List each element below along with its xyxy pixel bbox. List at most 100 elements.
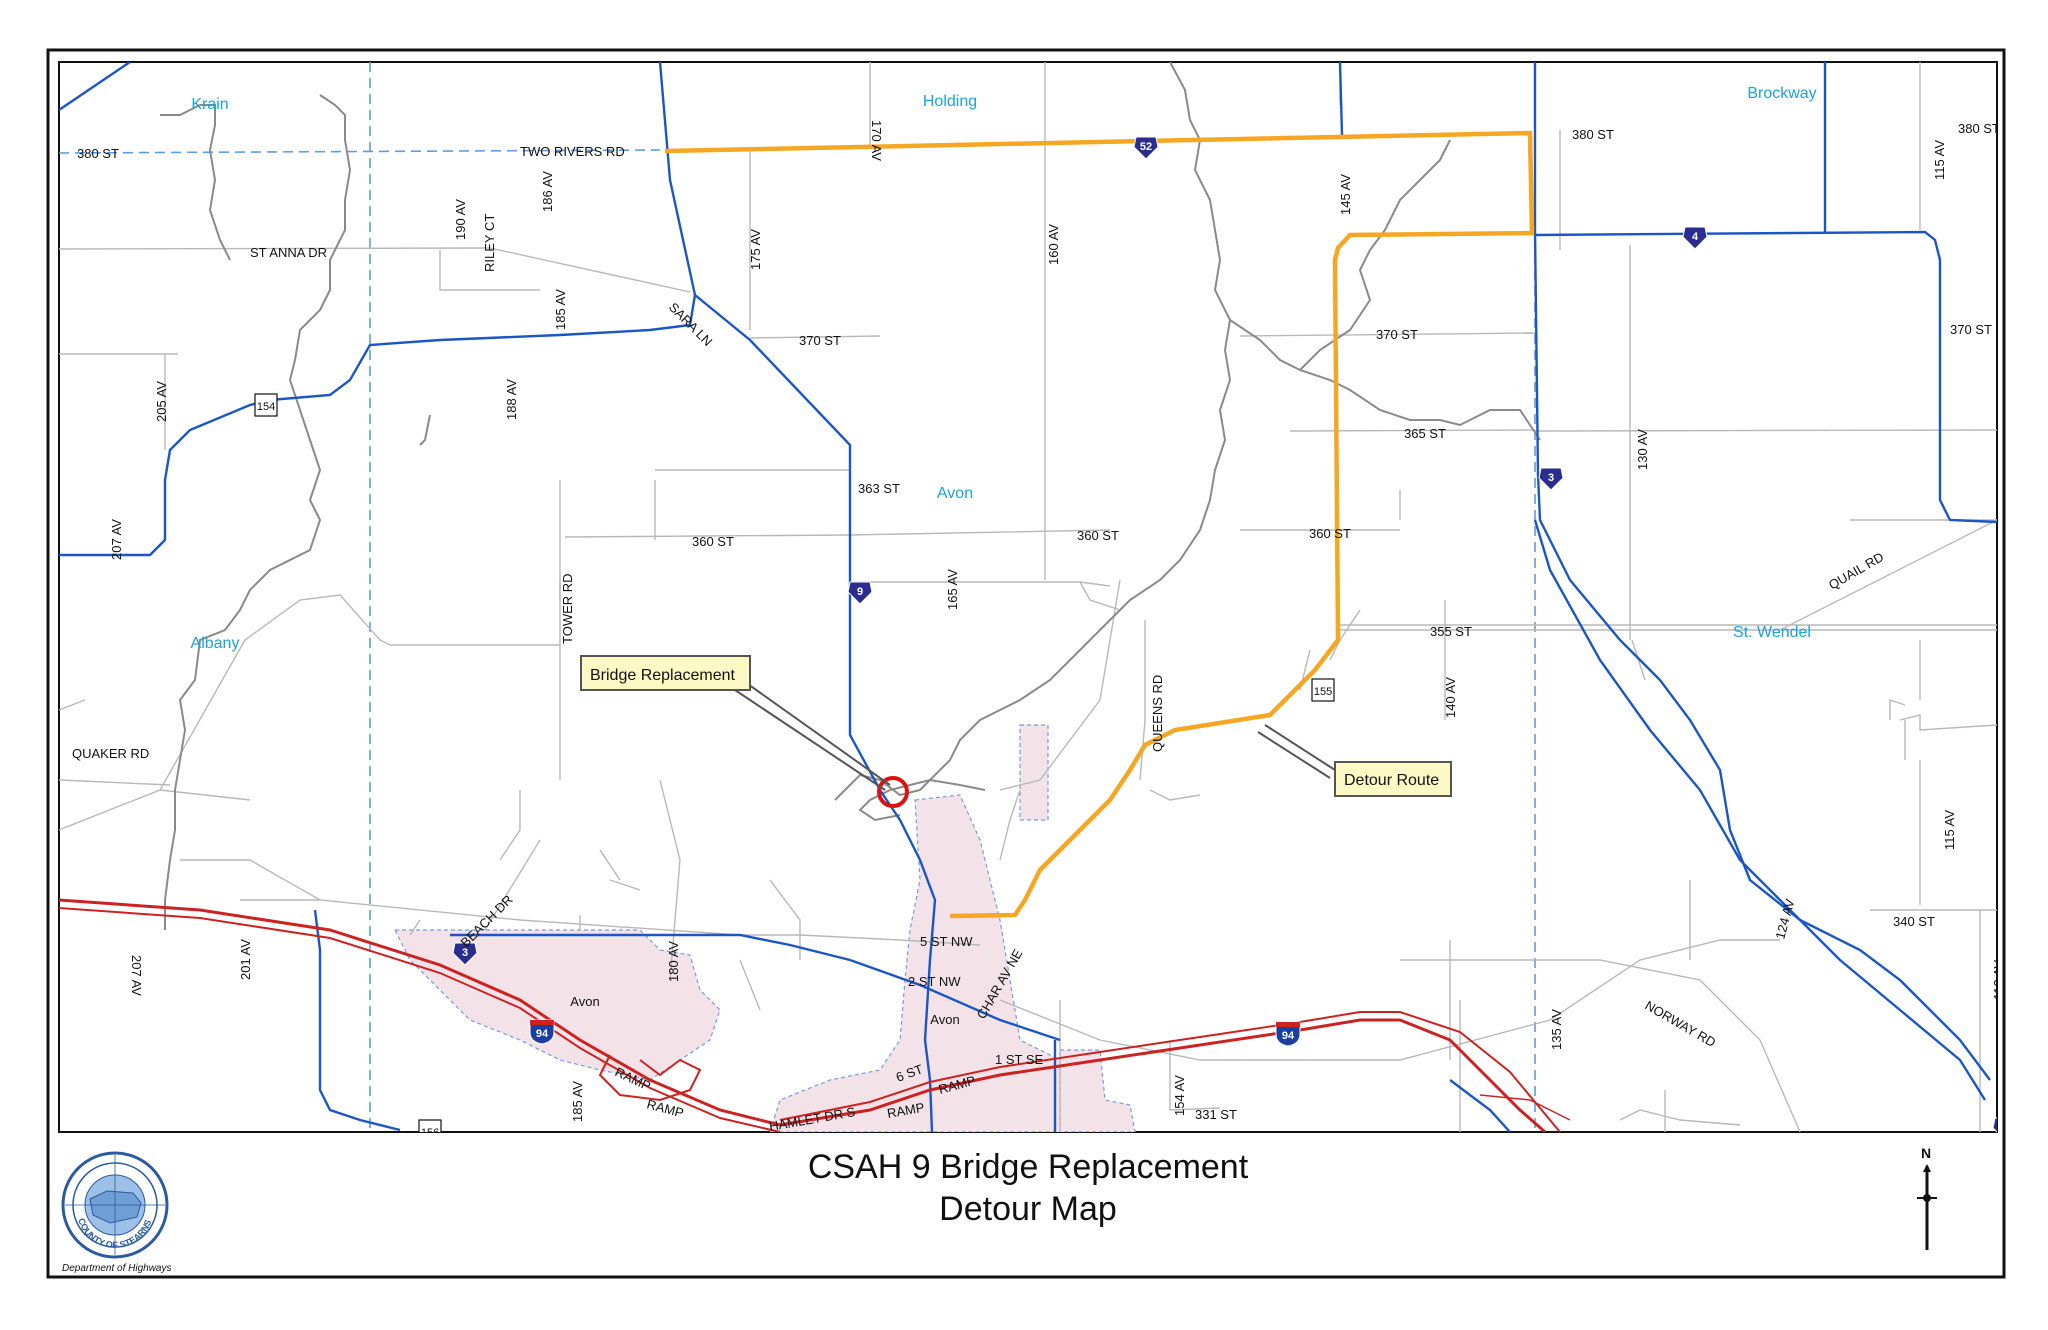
county-road-52-west <box>313 909 401 1132</box>
road-label: 185 AV <box>553 289 568 330</box>
north-arrow-icon: N <box>1917 1145 1937 1250</box>
county-route-shield-icon: 3 <box>1538 467 1564 491</box>
road-label: QUAKER RD <box>72 746 149 761</box>
city-label: Avon <box>570 994 599 1009</box>
road-label: 160 AV <box>1046 224 1061 265</box>
road-label: 360 ST <box>692 534 734 549</box>
road-label: 370 ST <box>1376 327 1418 342</box>
county-road-3 <box>1533 62 1991 1081</box>
road-label: 5 ST NW <box>920 934 973 949</box>
road-label: 331 ST <box>1195 1107 1237 1122</box>
county-route-shield-icon: 4 <box>1682 226 1708 250</box>
road-label: 115 AV <box>1932 140 1947 180</box>
svg-text:N: N <box>1921 1145 1931 1161</box>
road-label: 363 ST <box>858 481 900 496</box>
road-label: 135 AV <box>1549 1009 1564 1050</box>
county-route-shield-icon: 3 <box>452 942 478 966</box>
road-label: 170 AV <box>869 120 884 161</box>
local-route-shield-icon: 156 <box>418 1119 442 1139</box>
road-label: 130 AV <box>1635 429 1650 470</box>
shield-number: 9 <box>857 586 863 598</box>
road-label: 207 AV <box>109 519 124 560</box>
interstate-shield-icon: 94 <box>529 1019 555 1045</box>
river-central <box>834 62 1232 801</box>
road-label: RAMP <box>886 1100 926 1121</box>
city-areas <box>394 724 1136 1132</box>
avon-downtown-area <box>769 794 1101 1132</box>
department-label: Department of Highways <box>62 1263 172 1274</box>
avon-city-area <box>394 929 721 1081</box>
county-route-shield-icon: 52 <box>1133 136 1159 160</box>
road-label: 165 AV <box>945 569 960 610</box>
town-label: Avon <box>937 485 973 502</box>
town-label: Brockway <box>1747 85 1816 102</box>
map-frame <box>58 61 1998 1133</box>
road-label: 140 AV <box>1443 677 1458 718</box>
minor-roads <box>59 62 1997 1132</box>
county-road-9-west <box>59 294 697 557</box>
route-shields: 52439331541551569494 <box>254 136 1997 1139</box>
road-label: TWO RIVERS RD <box>520 144 625 159</box>
road-label: 186 AV <box>540 171 555 212</box>
road-label: 188 AV <box>504 379 519 420</box>
detour-callout: Detour Route <box>1334 761 1452 797</box>
road-label: QUEENS RD <box>1150 675 1165 752</box>
map-title: CSAH 9 Bridge Replacement <box>808 1148 1249 1186</box>
river-east-link <box>1229 319 1541 441</box>
road-label: 2 ST NW <box>908 974 961 989</box>
shield-number: 156 <box>421 1127 439 1139</box>
road-label: RILEY CT <box>482 214 497 272</box>
interstate-shield-icon: 94 <box>1275 1021 1301 1047</box>
road-label: 145 AV <box>1338 174 1353 215</box>
road-label: 380 ST <box>77 146 119 161</box>
map-subtitle: Detour Map <box>939 1190 1117 1228</box>
town-label: Albany <box>191 635 240 652</box>
county-seal: COUNTY OF STEARNS <box>61 1151 169 1259</box>
road-label: 370 ST <box>1950 322 1992 337</box>
river-central-loop <box>858 789 901 822</box>
road-label: 1 ST SE <box>995 1052 1044 1067</box>
town-label: Krain <box>191 96 228 113</box>
road-label: 360 ST <box>1309 526 1351 541</box>
river-east-branch <box>1299 139 1451 371</box>
road-label: 207 AV <box>129 955 144 996</box>
road-label: 154 AV <box>1172 1075 1187 1116</box>
county-road-nw-corner <box>59 62 131 111</box>
county-road-3-lower <box>1533 519 1987 1101</box>
river-central-east <box>889 778 986 791</box>
road-label: 201 AV <box>238 939 253 980</box>
road-label: 115 AV <box>1942 810 1957 850</box>
map-body: Bridge Replacement Detour Route 52 4 3 9 331… <box>59 62 2006 1139</box>
town-label: St. Wendel <box>1733 624 1811 641</box>
road-label: 355 ST <box>1430 624 1472 639</box>
road-label: 365 ST <box>1404 426 1446 441</box>
road-label: 180 AV <box>666 941 681 982</box>
town-label: Holding <box>923 93 977 110</box>
road-label: 190 AV <box>453 199 468 240</box>
local-route-shield-icon: 154 <box>254 393 278 417</box>
county-road-52 <box>450 933 1061 1042</box>
shield-number: 52 <box>1140 141 1152 153</box>
road-label: 185 AV <box>570 1081 585 1122</box>
detour-callout-label: Detour Route <box>1344 772 1439 789</box>
road-label: 112 AV <box>1991 960 2006 1000</box>
river-west <box>164 94 352 930</box>
road-label: 360 ST <box>1077 528 1119 543</box>
interstate-94 <box>59 898 1571 1132</box>
avon-north-strip <box>1019 724 1049 821</box>
shield-number: 3 <box>1548 472 1554 484</box>
road-label: TOWER RD <box>560 573 575 644</box>
road-label: 205 AV <box>154 381 169 422</box>
bridge-callout-label: Bridge Replacement <box>590 667 736 684</box>
rivers <box>160 62 1541 930</box>
bridge-callout: Bridge Replacement <box>580 655 751 691</box>
road-label: 175 AV <box>748 229 763 270</box>
detour-route <box>664 130 1535 919</box>
bridge-marker <box>877 776 909 808</box>
shield-number: 94 <box>1282 1030 1295 1042</box>
county-route-shield-icon: 9 <box>847 581 873 605</box>
road-label: 380 ST <box>1572 127 1614 142</box>
